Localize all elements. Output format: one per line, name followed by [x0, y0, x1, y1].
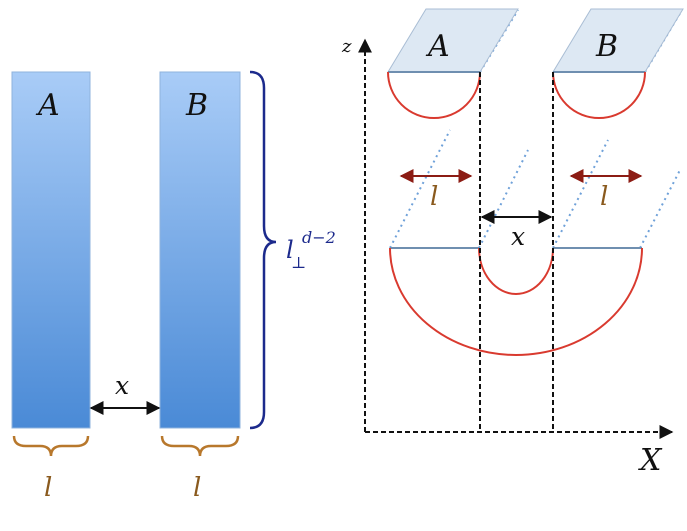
surface-b-small — [552, 71, 646, 119]
strip-a-label: A — [35, 88, 60, 123]
length-brace — [249, 70, 277, 430]
width-brace-a — [12, 435, 90, 457]
right-panel: A B l l x z X — [341, 8, 684, 478]
region-a-slab — [387, 8, 519, 73]
length-label: l — [286, 236, 294, 264]
length-subscript: ⊥ — [291, 253, 306, 272]
region-b-label: B — [595, 29, 618, 64]
gap-label: x — [511, 222, 525, 251]
width-brace-b — [160, 435, 240, 457]
length-exponent: d−2 — [302, 228, 336, 247]
region-a-label: A — [425, 29, 450, 64]
strip-a — [11, 71, 91, 429]
surface-inner — [478, 247, 554, 295]
strip-b — [159, 71, 241, 429]
x-axis-label: X — [638, 443, 663, 478]
strip-b-label: B — [185, 88, 208, 123]
left-panel: A B x l l l ⊥ d−2 — [11, 70, 336, 503]
width-label-b: l — [600, 182, 608, 212]
surface-a-small — [387, 71, 481, 119]
gap-label: x — [115, 371, 129, 400]
width-label-a: l — [430, 182, 438, 212]
z-axis-label: z — [341, 36, 352, 57]
width-label-b: l — [193, 473, 201, 503]
surface-outer — [389, 247, 643, 356]
dashed-verticals — [479, 72, 554, 432]
width-label-a: l — [44, 473, 52, 503]
